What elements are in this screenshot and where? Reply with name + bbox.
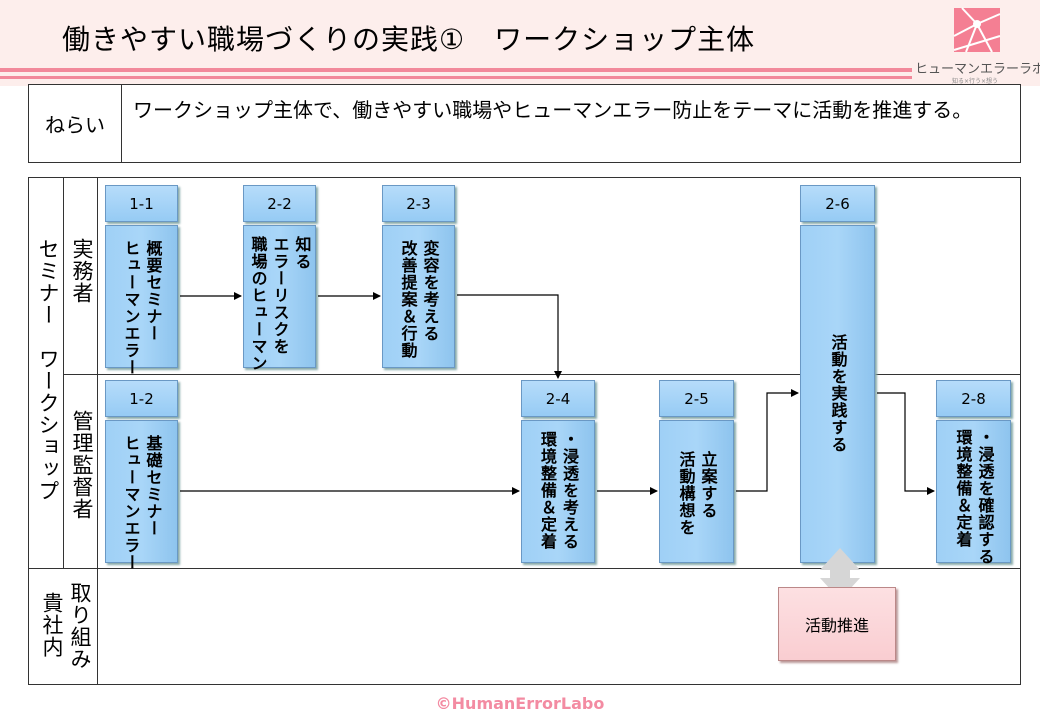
divider bbox=[63, 178, 64, 568]
step-id: 2-2 bbox=[243, 185, 316, 222]
step-text: 活動を実践する bbox=[828, 334, 848, 453]
divider bbox=[29, 568, 1020, 569]
step-id: 2-8 bbox=[936, 380, 1011, 417]
logo-name: ヒューマンエラーラボ bbox=[915, 62, 1040, 77]
step-id: 2-6 bbox=[800, 185, 875, 222]
header-stripe bbox=[0, 76, 912, 79]
step-id: 2-3 bbox=[382, 185, 455, 222]
step-id: 2-5 bbox=[659, 380, 734, 417]
step-id: 1-1 bbox=[105, 185, 178, 222]
aim-label: ねらい bbox=[29, 85, 122, 162]
aim-box: ねらい ワークショップ主体で、働きやすい職場やヒューマンエラー防止をテーマに活動… bbox=[28, 84, 1021, 163]
lane-label-managers: 管理監督者 bbox=[70, 410, 94, 520]
header-stripe bbox=[0, 68, 912, 72]
divider bbox=[97, 178, 98, 684]
step-text: ・浸透を考える 環境整備＆定着 bbox=[538, 431, 579, 550]
step-text: 概要セミナー ヒューマンエラー bbox=[121, 240, 163, 376]
step-text: ・浸透を確認する 環境整備＆定着 bbox=[953, 429, 995, 565]
header: 働きやすい職場づくりの実践① ワークショップ主体 ヒューマンエラーラボ 知る×行… bbox=[0, 0, 1040, 86]
logo-icon bbox=[953, 7, 1001, 53]
promotion-box[interactable]: 活動推進 bbox=[778, 587, 896, 661]
lane-label-company-1: 取り組み bbox=[68, 582, 92, 670]
page-title: 働きやすい職場づくりの実践① ワークショップ主体 bbox=[62, 23, 756, 56]
divider bbox=[63, 374, 1020, 375]
step-id: 1-2 bbox=[105, 380, 178, 417]
step-text: 立案する 活動構想を bbox=[676, 451, 718, 536]
copyright: ©HumanErrorLabo bbox=[435, 694, 605, 713]
lane-label-company-2: 貴社内 bbox=[40, 592, 64, 658]
lane-group-label: セミナー ワークショップ bbox=[36, 238, 60, 502]
logo-tagline: 知る×行う×想う bbox=[952, 78, 999, 85]
step-text: 基礎セミナー ヒューマンエラー bbox=[121, 435, 163, 571]
step-text: 変容を考える 改善提案＆行動 bbox=[398, 240, 440, 359]
aim-text: ワークショップ主体で、働きやすい職場やヒューマンエラー防止をテーマに活動を推進す… bbox=[133, 98, 973, 122]
step-text: 知る エラーリスクを 職場のヒューマン bbox=[248, 236, 312, 372]
lane-label-practitioners: 実務者 bbox=[70, 238, 94, 304]
step-id: 2-4 bbox=[521, 380, 595, 417]
